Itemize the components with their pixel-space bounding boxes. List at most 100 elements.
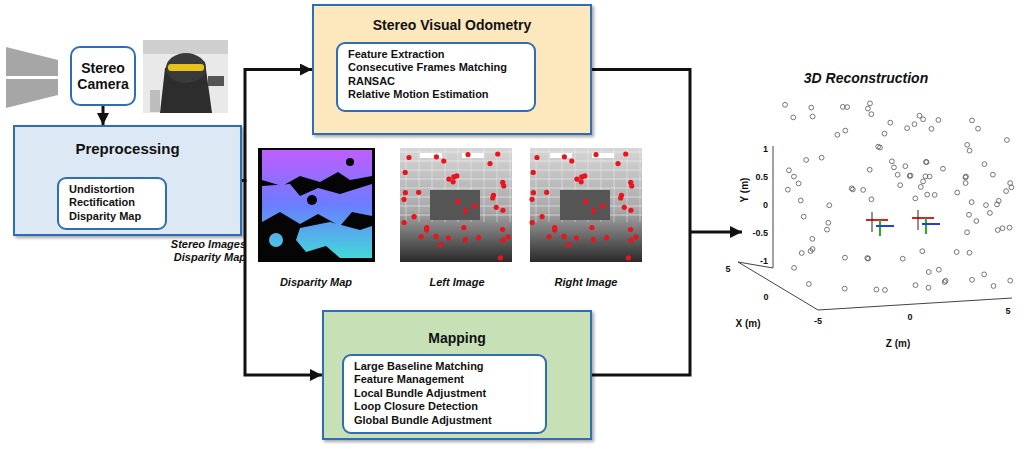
room-object xyxy=(560,190,610,220)
disparity-blob xyxy=(296,222,372,258)
axis-title: Y (m) xyxy=(739,178,751,203)
feature-point xyxy=(582,173,587,178)
tick-label: 1 xyxy=(763,144,768,155)
disparity-blob xyxy=(269,233,283,247)
ceiling-grid xyxy=(400,152,512,153)
ceiling-grid xyxy=(640,148,641,222)
robot-camera xyxy=(208,76,224,86)
image-ground xyxy=(530,148,642,262)
map-point xyxy=(920,249,925,254)
robot-head xyxy=(166,53,206,83)
pose-axis xyxy=(912,217,934,219)
map-point xyxy=(921,179,926,184)
map-point xyxy=(932,192,937,197)
map-point xyxy=(970,118,975,123)
feature-point xyxy=(562,154,567,159)
ceiling-grid xyxy=(400,179,512,180)
ceiling-grid xyxy=(530,170,642,171)
plot-title: 3D Reconstruction xyxy=(804,70,928,87)
z-axis xyxy=(818,298,1012,310)
map-point xyxy=(913,283,918,288)
feature-point xyxy=(454,173,459,178)
pose-axis xyxy=(879,220,881,236)
feature-point xyxy=(591,208,596,213)
feature-point xyxy=(461,225,466,230)
camera-pose xyxy=(912,210,940,234)
map-point xyxy=(835,132,840,137)
map-point xyxy=(892,165,897,170)
map-point xyxy=(876,144,881,149)
feature-point xyxy=(463,208,468,213)
image-ground xyxy=(400,148,512,262)
robot-visor xyxy=(168,64,204,71)
map-point xyxy=(865,106,870,111)
map-point xyxy=(908,173,913,178)
map-point xyxy=(895,172,900,177)
map-point xyxy=(976,126,981,131)
pose-axis xyxy=(876,225,894,227)
feature-point xyxy=(539,214,544,219)
feature-point xyxy=(500,227,505,232)
tick-label: -1 xyxy=(760,256,768,267)
map-point xyxy=(888,120,893,125)
map-point xyxy=(791,115,796,120)
flow-arrow xyxy=(102,106,105,125)
camera-pose xyxy=(866,212,894,236)
map-point xyxy=(964,174,969,179)
tick-label: 5 xyxy=(1005,306,1010,317)
ceiling-grid xyxy=(400,170,512,171)
feature-point xyxy=(500,180,505,185)
feature-point xyxy=(633,234,638,239)
lens-shape xyxy=(6,47,58,76)
feature-point xyxy=(487,161,492,166)
map-point xyxy=(924,160,929,165)
feature-point xyxy=(622,205,627,210)
map-point xyxy=(804,158,809,163)
process-panel: MappingLarge Baseline Matching Feature M… xyxy=(322,310,592,440)
map-point xyxy=(967,212,972,217)
feature-point xyxy=(403,190,408,195)
step-text: Large Baseline Matching Feature Manageme… xyxy=(354,360,492,427)
step-text: Feature Extraction Consecutive Frames Ma… xyxy=(348,48,507,102)
camera-lens-icon xyxy=(6,47,58,108)
map-point xyxy=(1009,185,1014,190)
map-point xyxy=(898,183,903,188)
image-caption: Disparity Map xyxy=(280,276,352,289)
map-point xyxy=(926,270,931,275)
robot-photo xyxy=(143,40,228,113)
map-point xyxy=(845,105,850,110)
right-image xyxy=(529,148,642,262)
flow-label: Stereo Images Disparity Map xyxy=(166,238,246,264)
map-point xyxy=(925,192,930,197)
feature-point xyxy=(574,235,579,240)
feature-point xyxy=(403,170,408,175)
feature-point xyxy=(552,227,557,232)
map-point xyxy=(850,187,855,192)
box-label: Stereo Camera xyxy=(75,60,131,92)
map-point xyxy=(796,181,801,186)
map-point xyxy=(965,230,970,235)
feature-point xyxy=(600,203,605,208)
feature-point xyxy=(500,208,505,213)
map-point xyxy=(995,202,1000,207)
step-list: Undistortion Rectification Disparity Map xyxy=(57,177,167,230)
map-point xyxy=(954,250,959,255)
map-point xyxy=(842,286,847,291)
map-point xyxy=(883,288,888,293)
feature-point xyxy=(463,237,468,242)
map-point xyxy=(967,148,972,153)
feature-point xyxy=(446,235,451,240)
disparity-hole xyxy=(346,158,354,166)
panel-heading: Mapping xyxy=(324,330,590,347)
ceiling-light xyxy=(550,153,572,158)
image-caption: Left Image xyxy=(429,276,484,289)
reconstruction-plot xyxy=(738,101,1014,310)
feature-point xyxy=(434,154,439,159)
ceiling-grid xyxy=(530,179,642,180)
ceiling-grid xyxy=(406,148,407,222)
ceiling-grid xyxy=(614,148,615,222)
ceiling-grid xyxy=(530,188,642,189)
map-point xyxy=(826,220,831,225)
feature-point xyxy=(495,151,500,156)
